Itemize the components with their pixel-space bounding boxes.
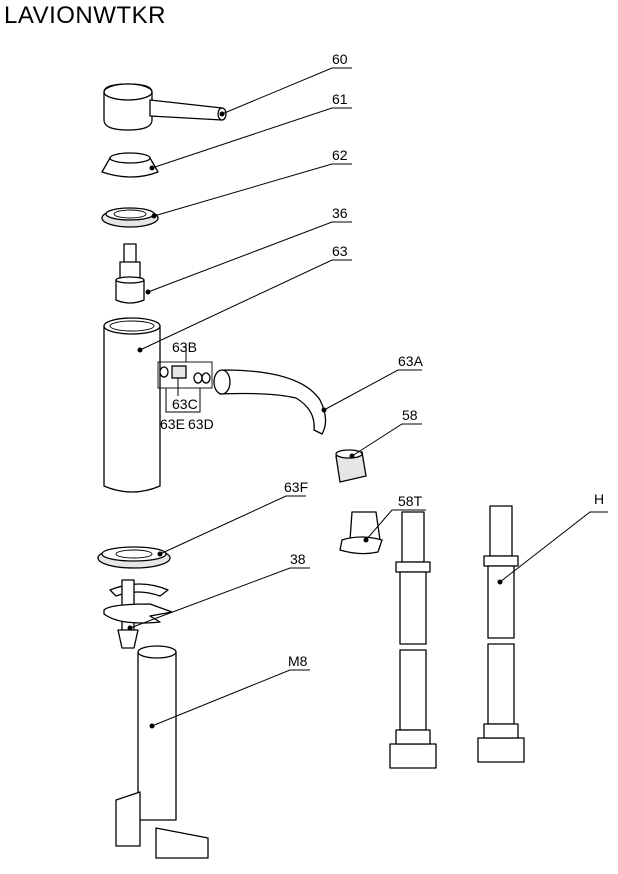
flex-hose-right — [477, 505, 525, 763]
callout-label: 58 — [402, 407, 418, 423]
handle-lever — [103, 83, 227, 131]
callout-label: 63E — [160, 416, 185, 432]
small-parts-kit — [157, 344, 213, 413]
callout-label: 58T — [398, 493, 423, 509]
callout-label: 63 — [332, 243, 348, 259]
threaded-rod — [115, 645, 209, 859]
faucet-body — [103, 317, 161, 493]
mounting-kit — [103, 579, 173, 649]
cartridge — [115, 243, 145, 304]
flange-washer — [97, 546, 171, 569]
callout-label: 62 — [332, 147, 348, 163]
callout-label: 38 — [290, 551, 306, 567]
spout — [213, 369, 327, 435]
aerator-key — [339, 511, 383, 555]
callout-label: 63D — [188, 416, 214, 432]
callout-label: 63B — [172, 339, 197, 355]
ring-nut — [101, 207, 159, 228]
aerator — [335, 449, 367, 483]
callout-label: 63A — [398, 353, 424, 369]
flex-hose-left — [389, 511, 437, 769]
callouts: 60 61 62 36 63 63B 63A 63C 63E 63D 58 63… — [127, 51, 608, 729]
callout-label: 60 — [332, 51, 348, 67]
callout-label: 36 — [332, 205, 348, 221]
diagram-title: LAVIONWTKR — [4, 2, 166, 29]
cap-cover — [101, 152, 159, 178]
callout-label: H — [594, 491, 604, 507]
callout-label: M8 — [288, 653, 308, 669]
callout-label: 63F — [284, 479, 308, 495]
callout-label: 61 — [332, 91, 348, 107]
callout-label: 63C — [172, 396, 198, 412]
